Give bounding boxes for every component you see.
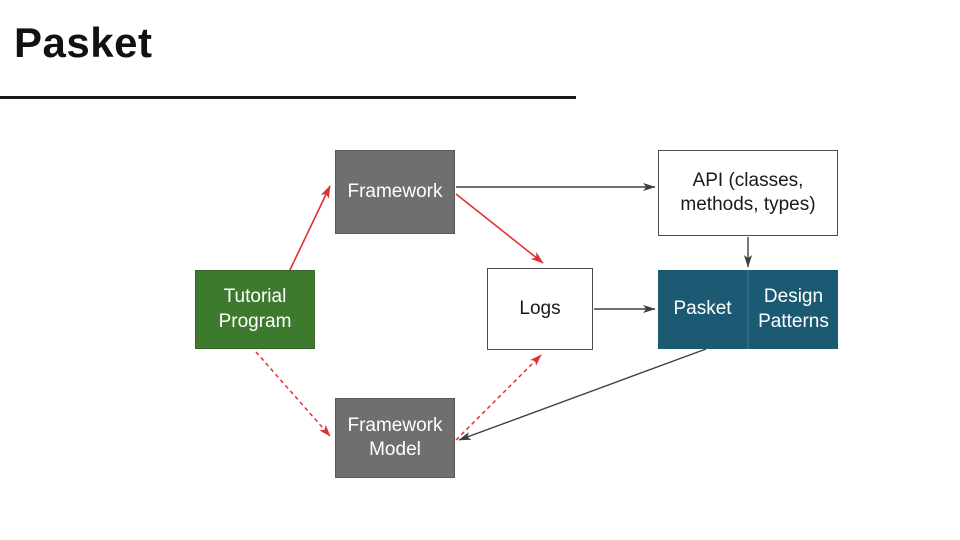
- node-logs[interactable]: Logs: [487, 268, 593, 350]
- node-framework-model-label: Framework Model: [347, 414, 442, 463]
- edge-tutorial-to-framework-model: [255, 351, 331, 437]
- node-api-line1: API (classes,: [692, 169, 804, 191]
- node-framework-label: Framework: [347, 180, 443, 202]
- node-tutorial-program-label: Tutorial Program: [219, 285, 292, 334]
- node-framework-model-line1: Framework: [347, 414, 443, 436]
- node-tutorial-program[interactable]: Tutorial Program: [195, 270, 315, 349]
- node-design-patterns[interactable]: Design Patterns: [748, 270, 838, 349]
- page-title: Pasket: [14, 19, 153, 66]
- node-api-line2: methods, types): [680, 194, 816, 215]
- node-design-patterns-label: Design Patterns: [758, 285, 829, 334]
- edge-framework-model-to-logs: [455, 354, 542, 441]
- node-framework-model[interactable]: Framework Model: [335, 398, 455, 478]
- edge-pasket-to-framework-model: [458, 348, 707, 441]
- node-design-patterns-line1: Design: [763, 286, 824, 308]
- node-design-patterns-line2: Patterns: [758, 310, 829, 332]
- node-api-label: API (classes, methods, types): [680, 169, 815, 218]
- edge-tutorial-to-framework: [288, 185, 331, 273]
- title-divider: [0, 96, 576, 99]
- node-framework-model-line2: Model: [369, 439, 421, 460]
- node-logs-label: Logs: [519, 297, 561, 319]
- node-tutorial-program-line2: Program: [218, 310, 292, 332]
- node-pasket[interactable]: Pasket: [658, 270, 748, 349]
- edge-framework-to-logs: [455, 193, 544, 264]
- node-framework[interactable]: Framework: [335, 150, 455, 234]
- node-pasket-label: Pasket: [673, 298, 732, 320]
- node-tutorial-program-line1: Tutorial: [223, 286, 287, 308]
- node-api[interactable]: API (classes, methods, types): [658, 150, 838, 236]
